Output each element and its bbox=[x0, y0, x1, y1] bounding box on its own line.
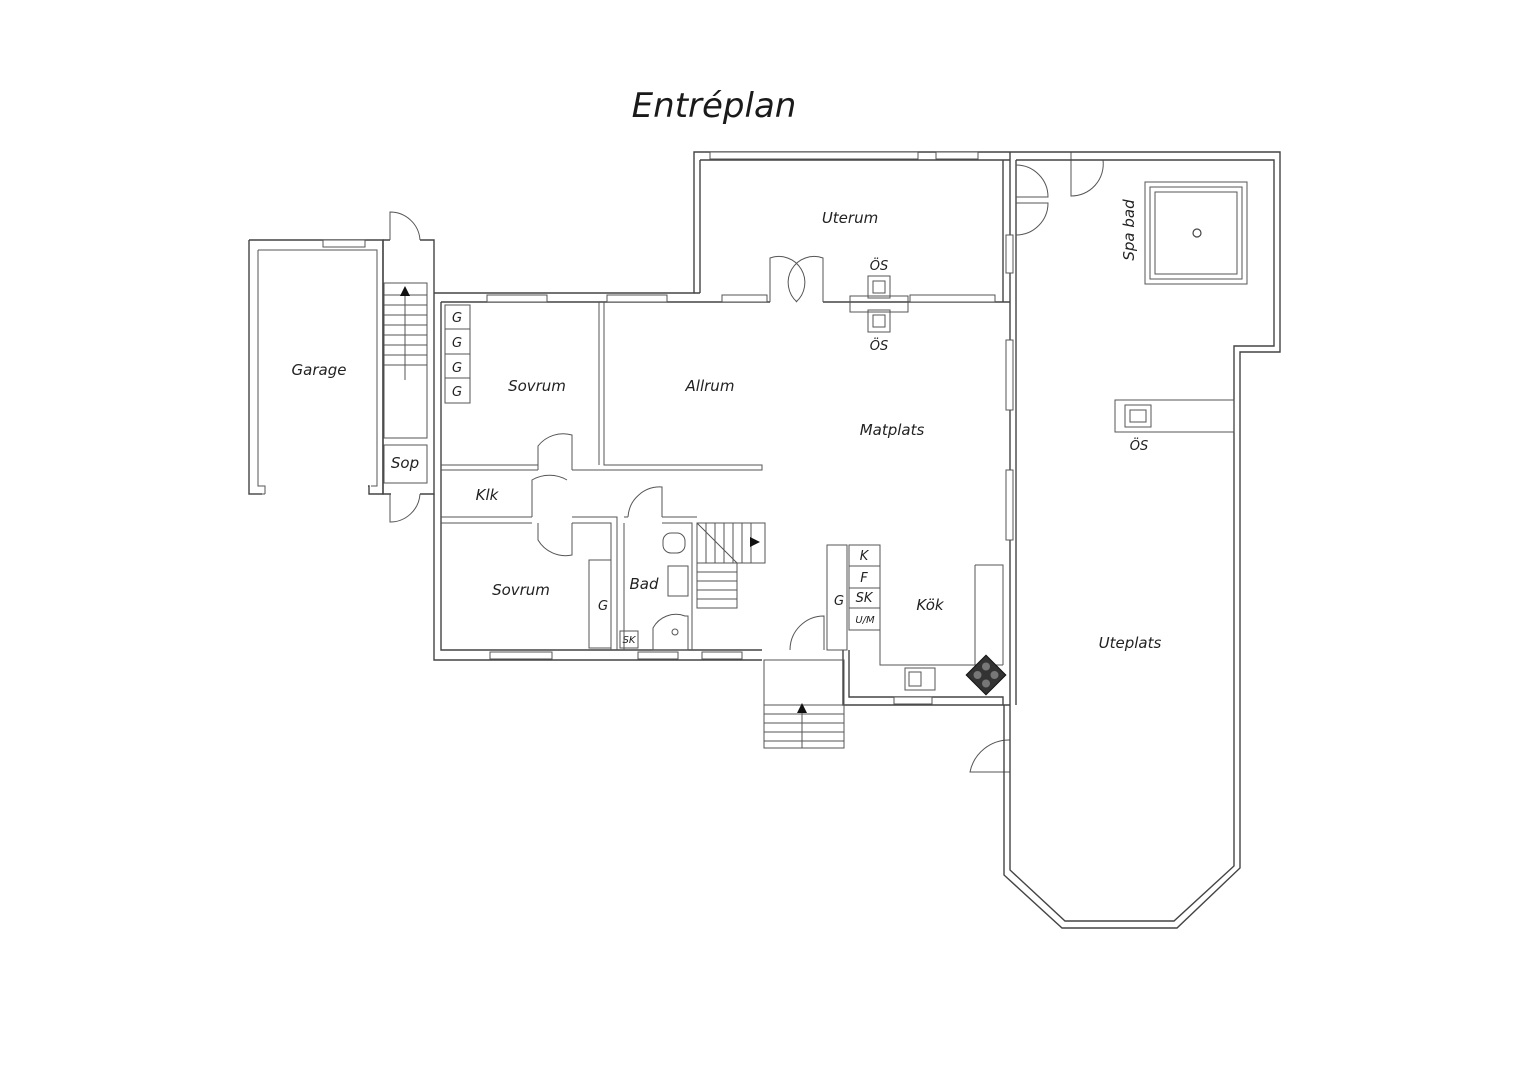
room-label-matplats: Matplats bbox=[860, 421, 925, 439]
fixture-label-g: G bbox=[452, 336, 462, 351]
fixture-label-g: G bbox=[834, 594, 844, 609]
door-swing-icon bbox=[531, 474, 568, 517]
entry-stair-block bbox=[382, 211, 435, 523]
stair-arrow-icon bbox=[400, 286, 410, 296]
room-label-spa-bad: Spa bad bbox=[1120, 199, 1138, 261]
fixture-label-sk: SK bbox=[623, 635, 637, 646]
bathroom-fixtures bbox=[619, 532, 689, 651]
door-swing-icon bbox=[389, 211, 421, 241]
closet-sovrum-2 bbox=[588, 559, 612, 649]
sink-icon bbox=[904, 667, 936, 691]
inner-stair bbox=[696, 522, 766, 609]
kitchen-fixtures bbox=[826, 544, 1007, 696]
door-swing-icon bbox=[769, 255, 806, 303]
toilet-icon bbox=[662, 532, 686, 554]
fixture-label-g: G bbox=[452, 311, 462, 326]
fixture-label-um: U/M bbox=[855, 615, 875, 626]
fixture-label-os: ÖS bbox=[870, 257, 888, 274]
sink-icon bbox=[667, 565, 689, 597]
fixture-label-g: G bbox=[452, 361, 462, 376]
door-swing-icon bbox=[1070, 152, 1104, 197]
room-label-sovrum-2: Sovrum bbox=[492, 581, 550, 599]
fixture-label-os: ÖS bbox=[870, 337, 888, 354]
garage-block bbox=[248, 239, 384, 495]
room-label-bad: Bad bbox=[629, 575, 658, 593]
room-label-garage: Garage bbox=[292, 361, 347, 379]
room-label-sovrum-1: Sovrum bbox=[508, 377, 566, 395]
windows bbox=[486, 151, 1014, 705]
fixture-label-g: G bbox=[452, 385, 462, 400]
fixture-label-g: G bbox=[598, 599, 608, 614]
stair-arrow-icon bbox=[750, 537, 760, 547]
door-swing-icon bbox=[789, 615, 825, 651]
fixture-label-f: F bbox=[860, 571, 868, 586]
room-label-klk: Klk bbox=[476, 486, 500, 504]
door-swing-icon bbox=[537, 433, 573, 470]
door-swing-icon bbox=[1015, 202, 1049, 236]
room-label-sop: Sop bbox=[391, 454, 419, 472]
fixture-label-os: ÖS bbox=[1130, 437, 1148, 454]
fixture-label-k: K bbox=[860, 549, 870, 564]
fixture-label-sk: SK bbox=[856, 591, 874, 606]
room-label-allrum: Allrum bbox=[685, 377, 735, 395]
shower-icon bbox=[652, 613, 689, 651]
room-label-kok: Kök bbox=[916, 596, 944, 614]
door-swing-icon bbox=[627, 486, 663, 518]
room-label-uteplats: Uteplats bbox=[1099, 634, 1162, 652]
terrace-outline bbox=[1003, 151, 1281, 929]
fireplace-icon bbox=[849, 275, 909, 333]
front-stair bbox=[763, 659, 845, 749]
stove-icon bbox=[965, 654, 1007, 696]
outdoor-fireplace-icon bbox=[1114, 399, 1235, 433]
main-house-walls bbox=[433, 151, 1017, 706]
garage-window bbox=[322, 239, 366, 248]
stair-arrow-icon bbox=[797, 703, 807, 713]
room-label-uterum: Uterum bbox=[822, 209, 878, 227]
door-swing-icon bbox=[787, 255, 824, 303]
plan-title: Entréplan bbox=[632, 86, 797, 126]
door-swing-icon bbox=[1015, 164, 1049, 198]
spa-tub-icon bbox=[1144, 181, 1248, 285]
closet-stack bbox=[444, 304, 471, 404]
door-swing-icon bbox=[389, 493, 421, 523]
doors bbox=[531, 152, 1104, 773]
door-swing-icon bbox=[969, 739, 1011, 773]
door-swing-icon bbox=[537, 523, 573, 557]
